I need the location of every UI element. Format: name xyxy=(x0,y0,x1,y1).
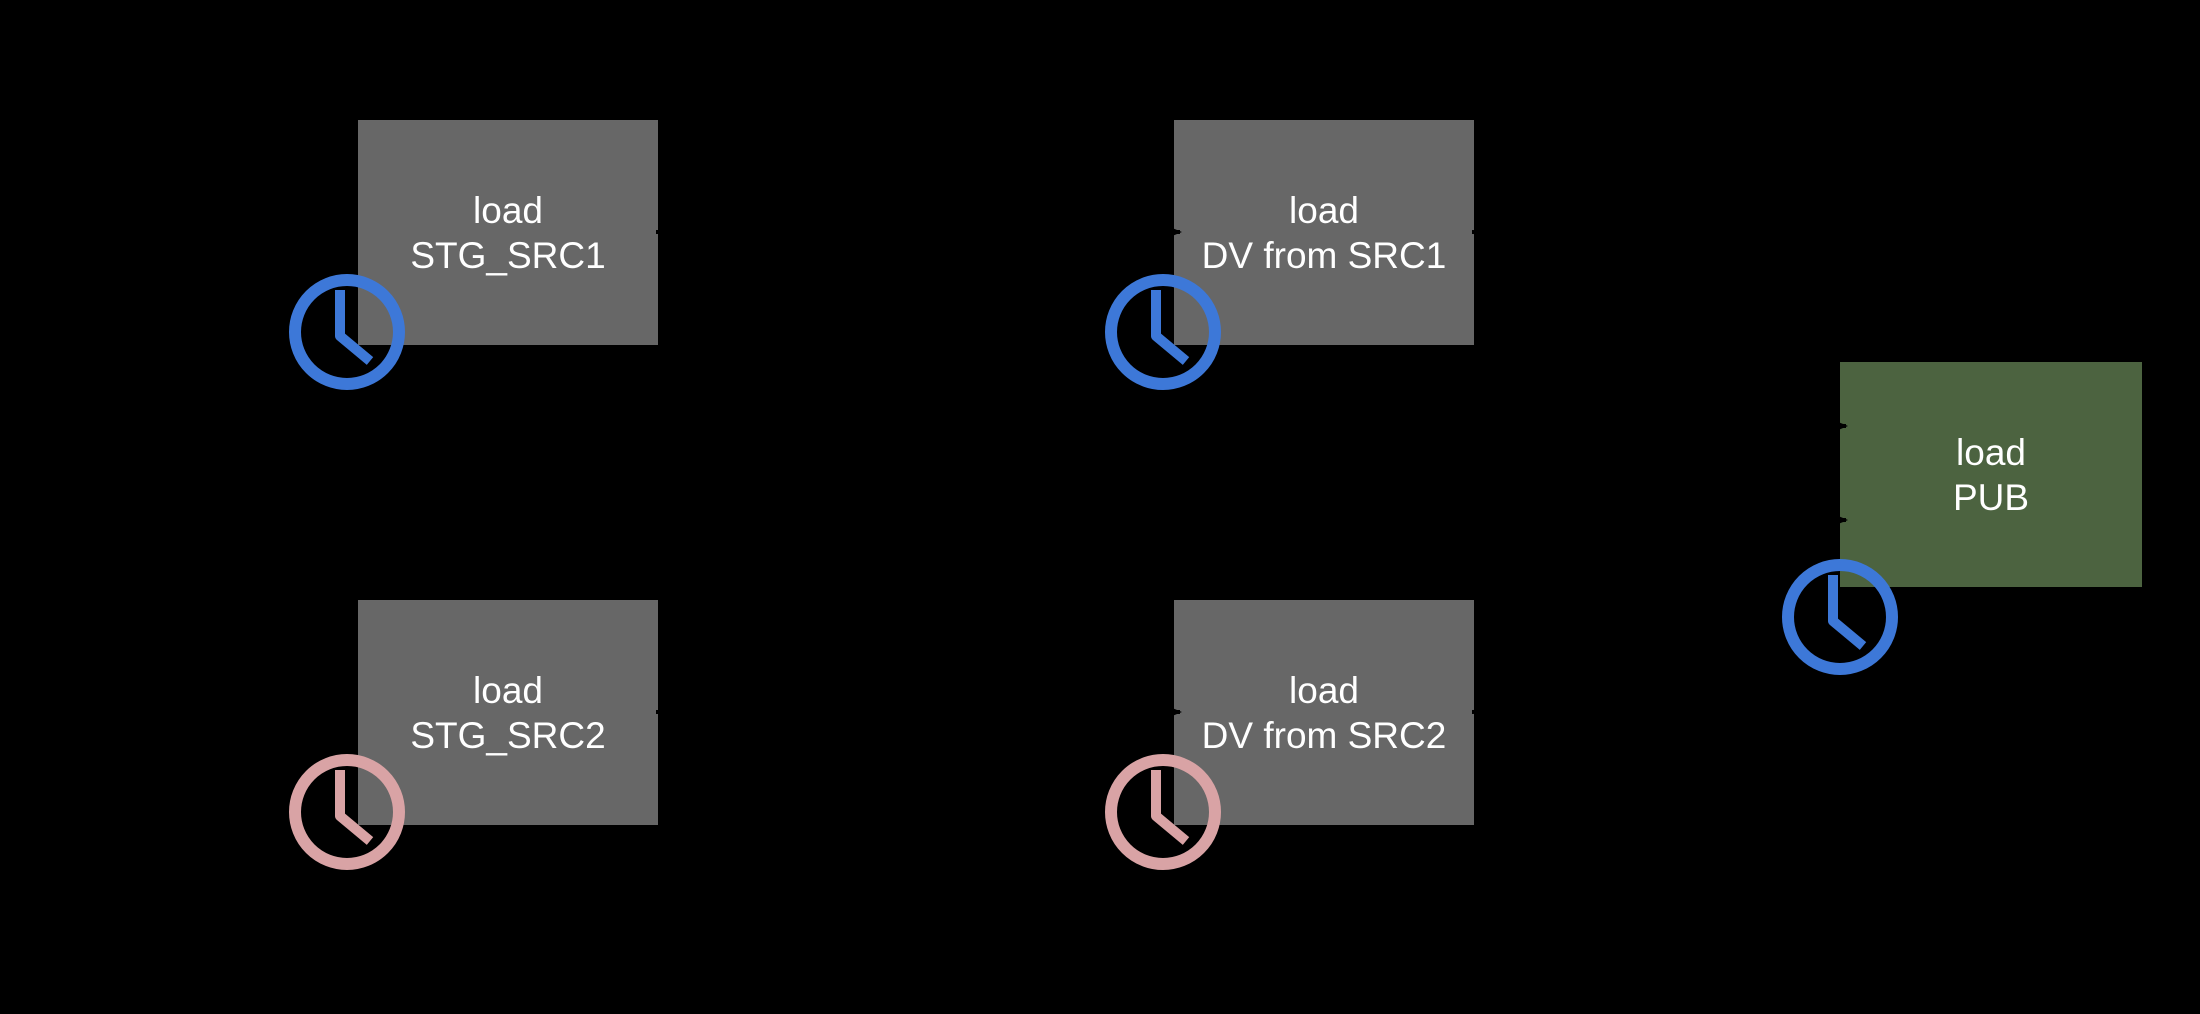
node-label-line: DV from SRC1 xyxy=(1201,234,1447,276)
node-label-line: load xyxy=(1956,431,2026,473)
node-label-line: STG_SRC1 xyxy=(410,234,606,276)
node-label-line: load xyxy=(473,669,543,711)
node-label-line: load xyxy=(1289,669,1359,711)
edge-load-dv-from-src2-to-load-pub xyxy=(1471,511,1848,714)
node-label-line: load xyxy=(473,189,543,231)
node-label-line: PUB xyxy=(1952,476,2030,518)
node-label-line: DV from SRC2 xyxy=(1201,714,1447,756)
node-label-line: load xyxy=(1289,189,1359,231)
edge-load-dv-from-src1-to-load-pub xyxy=(1471,230,1848,435)
node-label-line: STG_SRC2 xyxy=(410,714,606,756)
